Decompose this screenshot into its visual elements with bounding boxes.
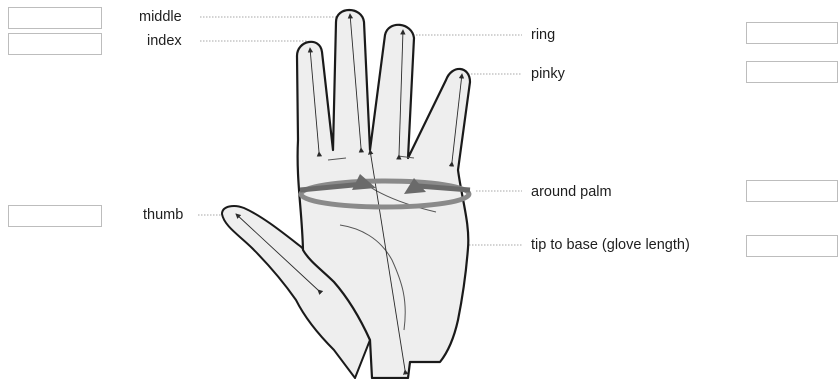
around-palm-label: around palm [531,184,612,200]
middle-label: middle [139,9,182,25]
tip-to-base-label: tip to base (glove length) [531,237,690,253]
ring-label: ring [531,27,555,43]
pinky-label: pinky [531,66,565,82]
index-label: index [147,33,182,49]
thumb-label: thumb [143,207,183,223]
